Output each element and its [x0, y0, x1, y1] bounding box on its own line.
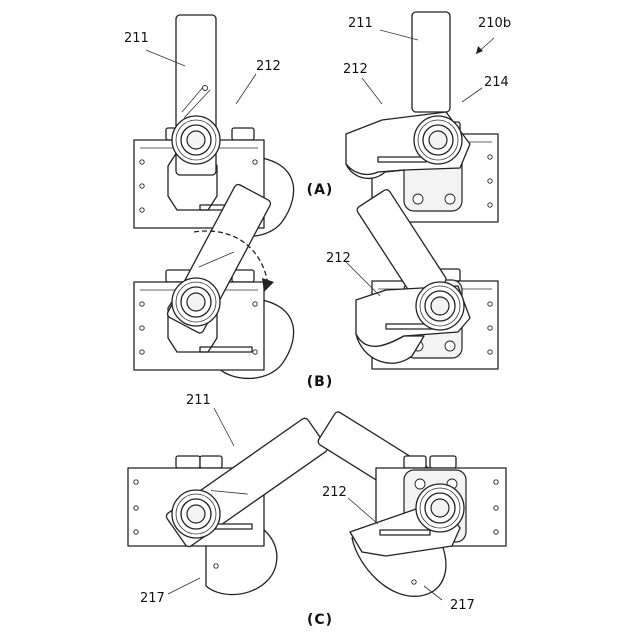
label-210b: 210b: [478, 16, 511, 31]
leader-212-a: [236, 74, 256, 104]
rotation-arrowhead: [262, 278, 274, 292]
caption-b: (B): [307, 374, 333, 390]
label-212-a-right: 212: [343, 62, 368, 77]
panel-c-right: [317, 411, 506, 597]
label-217-c-left: 217: [140, 591, 165, 606]
label-211-a-right: 211: [348, 16, 373, 31]
label-217-c-right: 217: [450, 598, 475, 613]
leader-212-c: [348, 498, 378, 524]
leader-214: [462, 88, 482, 102]
leader-212-a-right: [362, 78, 382, 104]
label-212-a: 212: [256, 59, 281, 74]
label-214: 214: [484, 75, 509, 90]
leader-217-c-left: [168, 578, 200, 594]
caption-a: (A): [307, 182, 334, 198]
panel-a-right: [346, 12, 498, 222]
panel-c-left: [128, 417, 329, 595]
label-212-c: 212: [322, 485, 347, 500]
caption-c: (C): [307, 612, 333, 628]
arm-211-a-right: [412, 12, 450, 112]
label-211-c: 211: [186, 393, 211, 408]
label-211-a: 211: [124, 31, 149, 46]
arrowhead-210b: [476, 46, 483, 54]
leader-211-c: [214, 408, 234, 446]
label-212-b: 212: [326, 251, 351, 266]
leader-212-b: [346, 262, 380, 296]
